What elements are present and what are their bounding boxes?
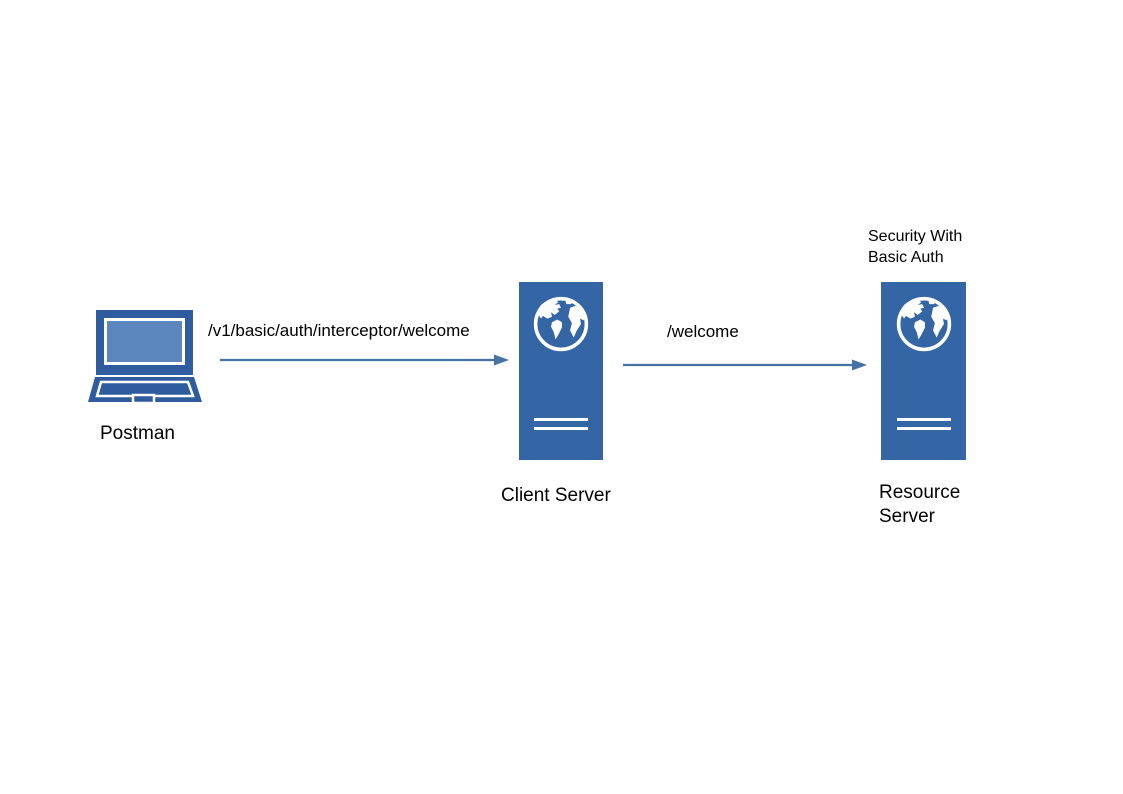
- laptop-icon: [88, 310, 202, 405]
- server-vent-line: [534, 427, 588, 430]
- arrow-postman-to-client: [220, 354, 509, 366]
- node-client-server: [519, 282, 603, 460]
- node-resource-server: [881, 282, 966, 460]
- node-resource-server-label: Resource Server: [879, 482, 961, 527]
- server-vents: [896, 418, 951, 430]
- edge-client-resource-label: /welcome: [667, 322, 739, 341]
- node-postman: [88, 309, 202, 405]
- resource-server-annotation: Security With Basic Auth: [868, 228, 963, 266]
- server-vent-line: [534, 418, 588, 421]
- edge-postman-client-label: /v1/basic/auth/interceptor/welcome: [208, 321, 470, 340]
- arrow-client-to-resource: [623, 359, 867, 371]
- server-vents: [534, 418, 588, 430]
- globe-icon: [533, 296, 589, 352]
- server-vent-line: [896, 418, 951, 421]
- node-client-server-label: Client Server: [501, 485, 611, 506]
- server-vent-line: [896, 427, 951, 430]
- node-postman-label: Postman: [100, 423, 175, 444]
- globe-icon: [896, 296, 951, 352]
